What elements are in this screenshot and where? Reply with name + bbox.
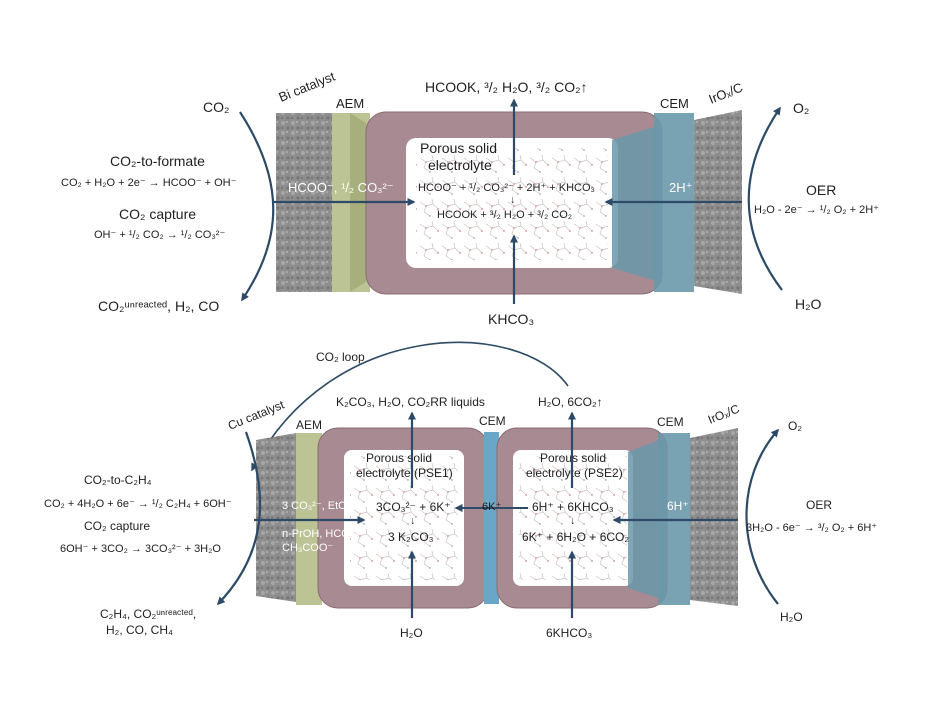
co2-loop-arrow xyxy=(251,341,569,472)
h2o-input-bottom-right: H₂O xyxy=(780,610,803,624)
c2h4-eq: CO₂ + 4H₂O + 6e⁻ → ¹/₂ C₂H₄ + 6OH⁻ xyxy=(44,498,232,510)
pse1-label-2: electrolyte (PSE1) xyxy=(356,466,453,480)
cem-wedge-top xyxy=(612,125,660,282)
gas-products-line2: H₂, CO, CH₄ xyxy=(106,623,173,637)
k-ion-label: 6K⁺ xyxy=(482,501,501,513)
capture-title-bottom: CO₂ capture xyxy=(84,519,150,533)
capture-eq-bottom: 6OH⁻ + 3CO₂ → 3CO₃²⁻ + 3H₂O xyxy=(60,543,221,555)
oer-eq-top: H₂O - 2e⁻ → ¹/₂ O₂ + 2H⁺ xyxy=(754,204,879,216)
gas-products-line1: C₂H₄, CO₂ᵘⁿʳᵉᵃᶜᵗᵉᵈ, xyxy=(100,607,196,621)
aem-label-bottom: AEM xyxy=(296,418,322,432)
co2-to-formate-eq: CO₂ + H₂O + 2e⁻ → HCOO⁻ + OH⁻ xyxy=(61,177,237,189)
h2o-input-center: H₂O xyxy=(400,626,423,640)
cem-label-center: CEM xyxy=(479,414,506,428)
water-curve-arrow-top xyxy=(747,106,783,291)
pse2-reaction-1: 6H⁺ + 6KHCO₃ xyxy=(532,500,614,514)
irox-anode-bottom xyxy=(690,428,738,606)
co2-input-label-top: CO₂ xyxy=(203,99,229,115)
pse2-reaction-arrow: ↓ xyxy=(570,515,575,527)
khco3-input-top: KHCO₃ xyxy=(488,311,534,327)
pse1-matrix xyxy=(350,456,458,580)
co2-loop-label: CO₂ loop xyxy=(316,350,365,364)
proton-flux-label-top: 2H⁺ xyxy=(669,180,692,195)
cem-membrane-center xyxy=(484,432,499,604)
cu-catalyst-layer xyxy=(256,433,296,602)
pse-reaction-top-2: HCOOK + ³/₂ H₂O + ³/₂ CO₂ xyxy=(437,209,572,221)
co2-curve-arrow-bottom xyxy=(216,431,262,606)
o2-output-top: O₂ xyxy=(793,100,809,116)
pse1-reaction-arrow: ↓ xyxy=(410,515,415,527)
pse2-label-2: electrolyte (PSE2) xyxy=(526,466,623,480)
unreacted-output-top: CO₂ᵘⁿʳᵉᵃᶜᵗᵉᵈ, H₂, CO xyxy=(98,298,219,314)
aem-label-top: AEM xyxy=(336,96,364,111)
co2-capture-eq-top: OH⁻ + ¹/₂ CO₂ → ¹/₂ CO₃²⁻ xyxy=(94,229,225,241)
co2-release-label: H₂O, 6CO₂↑ xyxy=(538,395,603,409)
o2-output-bottom: O₂ xyxy=(788,419,802,433)
oer-title-bottom: OER xyxy=(806,498,832,512)
pse1-reaction-1: 3CO₃²⁻ + 6K⁺ xyxy=(376,500,451,514)
anion-flux-label-top: HCOO⁻, ¹/₂ CO₃²⁻ xyxy=(288,180,394,195)
pse-label-top-1: Porous solid xyxy=(420,140,497,156)
bi-catalyst-label: Bi catalyst xyxy=(277,69,338,105)
liquid-products-top: HCOOK, ³/₂ H₂O, ³/₂ CO₂↑ xyxy=(425,79,588,95)
anion-flux-label-b3: CH₃COO⁻ xyxy=(282,542,333,554)
liquid-products-bottom: K₂CO₃, H₂O, CO₂RR liquids xyxy=(336,395,485,409)
co2-curve-arrow-top xyxy=(239,111,275,302)
khco3-input-bottom: 6KHCO₃ xyxy=(546,626,592,640)
oer-eq-bottom: 3H₂O - 6e⁻ → ³/₂ O₂ + 6H⁺ xyxy=(746,522,877,534)
irox-label-top: IrOₓ/C xyxy=(707,80,745,107)
pse1-label-1: Porous solid xyxy=(366,451,432,465)
h2o-input-top: H₂O xyxy=(795,296,822,312)
c2h4-title: CO₂-to-C₂H₄ xyxy=(84,473,152,487)
anion-flux-label-b1: 3 CO₃²⁻, EtOH, xyxy=(282,500,358,512)
cem-label-top: CEM xyxy=(660,96,689,111)
anion-flux-label-b2: n-PrOH, HCOO⁻, xyxy=(282,528,367,540)
top-panel: Bi catalyst AEM CEM IrOₓ/C CO₂ CO₂ᵘⁿʳᵉᵃᶜ… xyxy=(61,69,879,327)
co2-capture-title-top: CO₂ capture xyxy=(119,206,196,222)
pse2-reaction-2: 6K⁺ + 6H₂O + 6CO₂ xyxy=(522,530,629,544)
pse-reaction-top-1: HCOO⁻ + ¹/₂ CO₃²⁻ + 2H⁺ + KHCO₃ xyxy=(418,182,595,194)
pse-reaction-top-arrow: ↓ xyxy=(510,194,515,206)
bottom-panel: CO₂ loop Cu catalyst AEM CEM CEM IrOₓ/C … xyxy=(44,341,877,640)
pse1-reaction-2: 3 K₂CO₃ xyxy=(388,530,434,544)
water-curve-arrow-bottom xyxy=(745,428,779,605)
oer-title-top: OER xyxy=(806,182,836,198)
co2-to-formate-title: CO₂-to-formate xyxy=(110,153,205,169)
pse-label-top-2: electrolyte xyxy=(428,157,492,173)
irox-label-bottom: IrOₓ/C xyxy=(706,401,742,426)
cu-catalyst-label: Cu catalyst xyxy=(226,397,287,432)
cem-label-bottom-right: CEM xyxy=(657,415,684,429)
proton-flux-label-bottom: 6H⁺ xyxy=(667,499,689,513)
